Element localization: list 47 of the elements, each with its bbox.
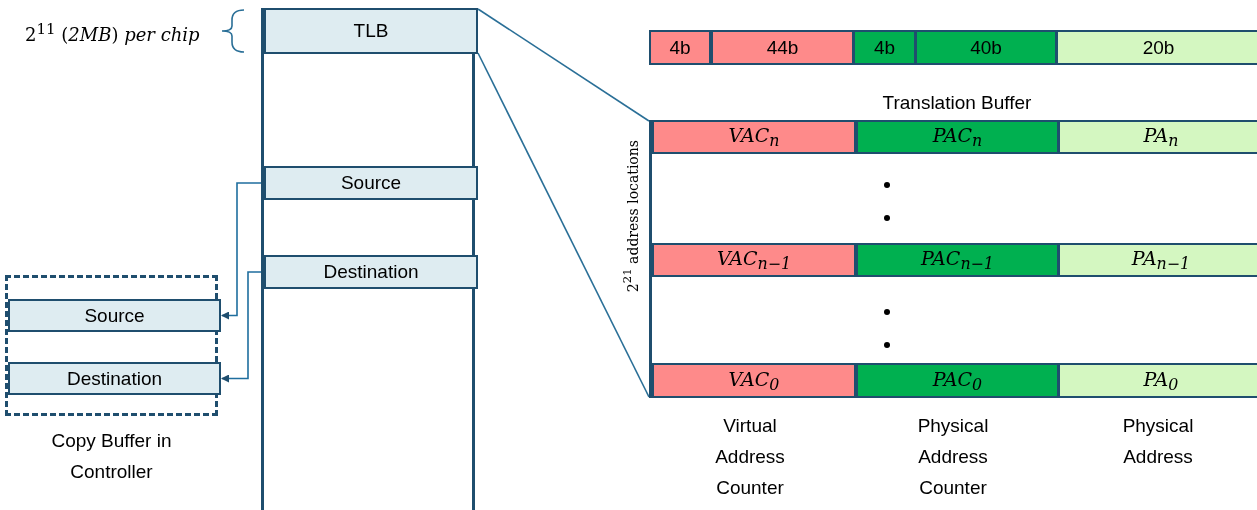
field-cell — [652, 120, 856, 154]
buffer-label: Copy Buffer in Controller — [50, 429, 173, 484]
cell-label: PAC$_{n−1}$ — [919, 246, 995, 274]
field-cell — [711, 30, 854, 65]
cell-label: VAC$_{n−1}$ — [715, 246, 793, 274]
field-cell — [1058, 243, 1257, 277]
field-cell — [652, 243, 856, 277]
field-cell — [1056, 30, 1257, 65]
cell-label: PA$_{n−1}$ — [1130, 246, 1192, 274]
region-label: Destination — [65, 367, 164, 390]
memory-region — [264, 255, 478, 289]
connector-line — [477, 52, 650, 398]
bit-width-label: 40b — [969, 36, 1003, 59]
table-title: Translation Buffer — [881, 92, 1033, 114]
column-caption: Physical Address — [1121, 414, 1195, 469]
field-cell — [856, 363, 1059, 398]
region-label: Source — [339, 172, 403, 194]
bit-width-label: 4b — [668, 36, 692, 59]
bit-width-label: 4b — [872, 36, 897, 59]
cell-label: PAC$_{n}$ — [931, 123, 984, 151]
field-cell — [649, 30, 711, 65]
cell-label: PA$_{n}$ — [1142, 123, 1180, 151]
column-caption: Physical Address Counter — [916, 414, 990, 500]
field-cell — [856, 243, 1059, 277]
size-note: 2$^{11}$ (2MB) per chip — [25, 19, 201, 47]
region-label: TLB — [352, 20, 390, 42]
cell-label: VAC$_{0}$ — [727, 367, 781, 394]
cell-label: PAC$_{0}$ — [931, 367, 984, 394]
bit-width-label: 20b — [1141, 36, 1176, 59]
field-cell — [652, 363, 856, 398]
field-cell — [1058, 363, 1257, 398]
field-cell — [1058, 120, 1257, 154]
field-cell — [915, 30, 1057, 65]
memory-region — [8, 299, 221, 332]
region-label: Source — [83, 304, 146, 327]
cell-label: PA$_{0}$ — [1142, 367, 1180, 394]
memory-region — [8, 362, 221, 395]
field-cell — [856, 120, 1059, 154]
bit-width-label: 44b — [765, 36, 800, 59]
column-caption: Virtual Address Counter — [714, 414, 786, 500]
field-cell — [853, 30, 916, 65]
connector-line — [477, 8, 650, 122]
memory-region — [264, 166, 478, 200]
memory-column — [261, 8, 475, 510]
memory-region — [264, 8, 478, 54]
cell-label: VAC$_{n}$ — [727, 123, 781, 151]
region-label: Destination — [322, 261, 420, 283]
